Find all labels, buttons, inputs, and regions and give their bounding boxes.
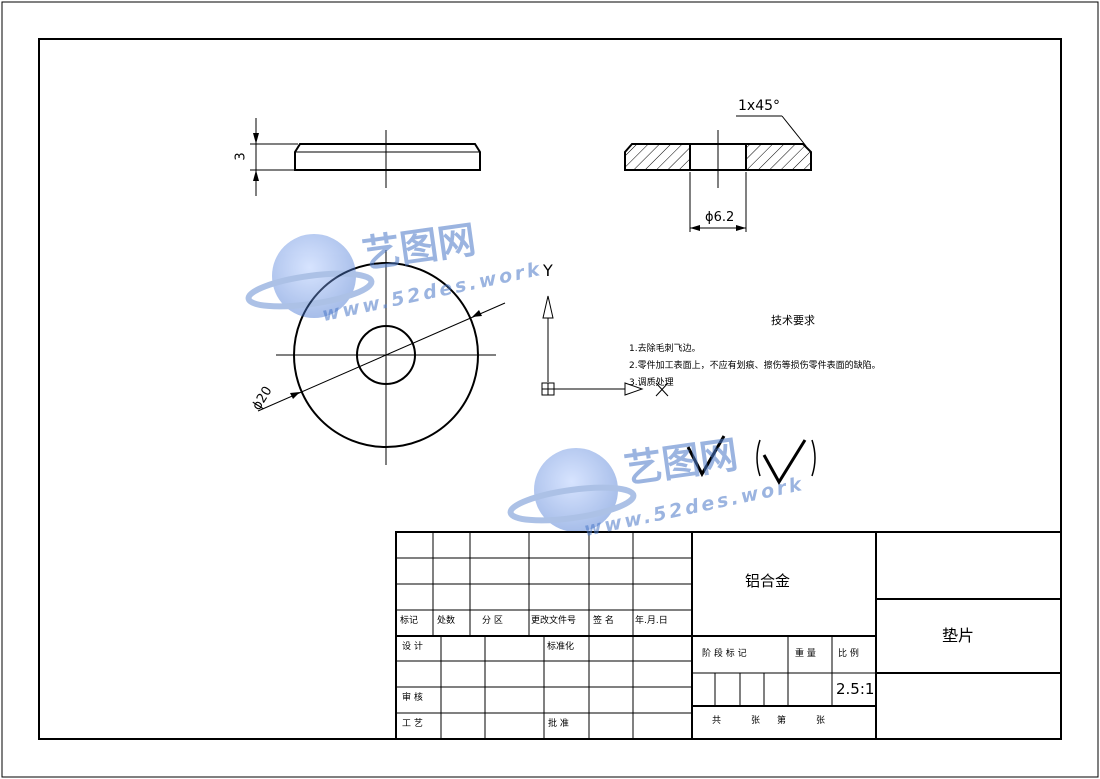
tech-requirement-1: 1.去除毛刺飞边。 [629,344,701,354]
approve-label: 批 准 [548,719,569,729]
process-label: 工 艺 [402,719,423,729]
front-view [250,118,481,196]
check-label: 审 核 [402,693,423,703]
watermark-logo-1 [245,234,375,318]
ucs-icon [541,295,669,397]
section-view [624,115,812,232]
rev-header-sign: 签 名 [593,616,614,626]
rev-header-date: 年.月.日 [635,616,668,626]
standardization-label: 标准化 [547,642,575,652]
sheets-label: 共 张 第 张 [712,716,830,726]
watermark-logo-2 [507,448,637,532]
tech-requirement-2: 2.零件加工表面上，不应有划痕、擦伤等损伤零件表面的缺陷。 [629,361,881,371]
rev-header-count: 处数 [437,616,456,626]
stage-mark-label: 阶 段 标 记 [702,649,747,659]
chamfer-dimension: 1x45° [738,98,781,114]
tech-requirements-title: 技术要求 [771,314,815,327]
bore-dimension: ϕ6.2 [705,210,735,225]
rev-header-zone: 分 区 [482,616,503,626]
rev-header-mark: 标记 [400,616,419,626]
tech-requirement-3: 3.调质处理 [629,378,674,388]
scale-label: 比 例 [838,649,859,659]
material-label: 铝合金 [745,572,791,590]
part-name: 垫片 [942,626,975,645]
top-view [257,250,506,465]
title-block [395,531,1062,740]
design-label: 设 计 [402,642,423,652]
rev-header-doc: 更改文件号 [531,616,577,626]
scale-value: 2.5:1 [836,680,875,698]
weight-label: 重 量 [795,649,816,659]
roughness-symbol [686,435,816,485]
ucs-y-label: Y [543,261,553,280]
thickness-dimension: 3 [233,152,249,161]
